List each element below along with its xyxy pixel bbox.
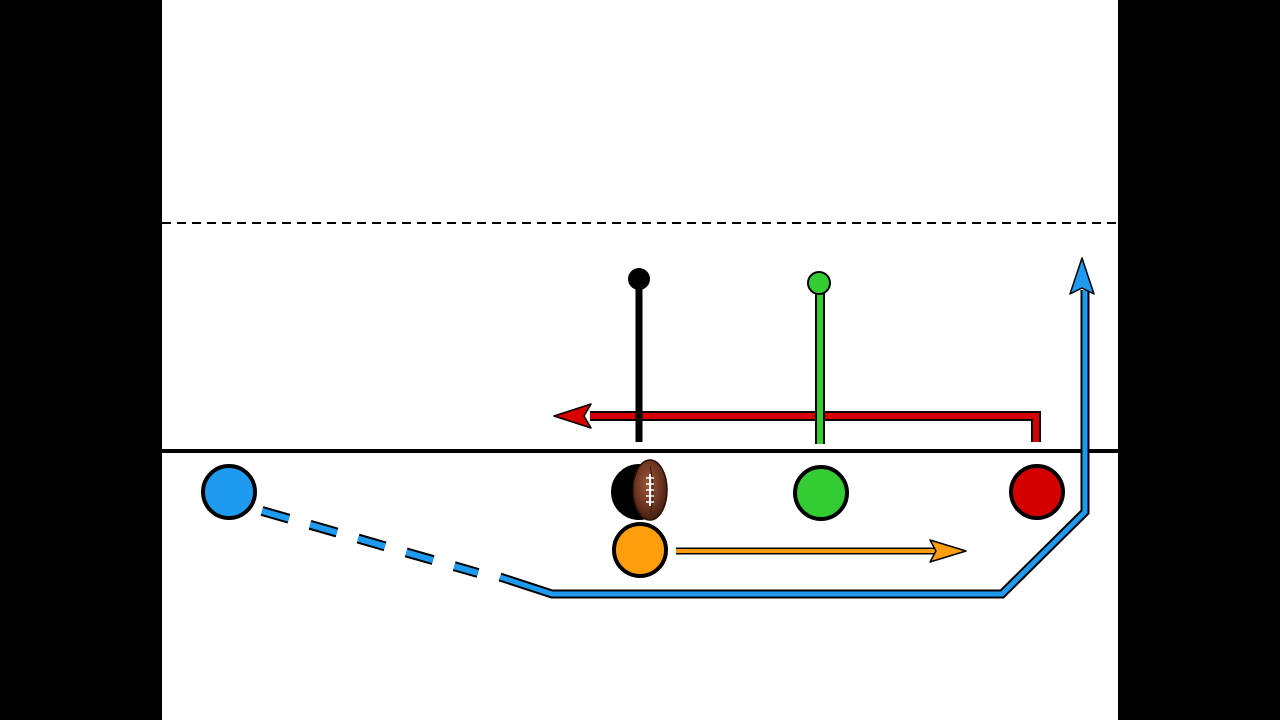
center-route [628,268,650,442]
running-back-route [676,539,967,563]
right-guard-player [793,465,849,521]
running-back-route-arrowhead [929,539,967,563]
right-letterbox [1118,0,1280,720]
right-receiver-route-arrowhead [553,403,592,429]
left-receiver-player [201,464,257,520]
left-letterbox [0,0,162,720]
right-receiver-route [553,403,1041,442]
football-icon [632,459,668,521]
right-guard-route-end-dot [807,271,831,295]
left-receiver-route [260,257,1095,599]
right-guard-route [807,271,831,444]
left-receiver-route-arrowhead [1069,257,1095,295]
right-receiver-player [1009,464,1065,520]
running-back-player [612,522,668,578]
center-route-end-dot [628,268,650,290]
